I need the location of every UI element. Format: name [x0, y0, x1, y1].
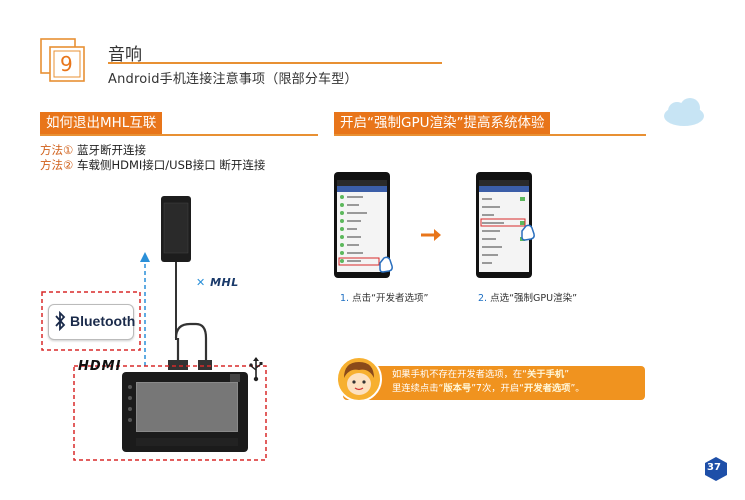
bluetooth-label: Bluetooth: [70, 313, 136, 329]
page-number: 37: [707, 462, 721, 473]
left-section-label: 如何退出MHL互联: [40, 112, 163, 134]
bluetooth-icon: [55, 311, 66, 331]
right-section-label: 开启“强制GPU渲染”提高系统体验: [334, 112, 551, 134]
avatar-icon: [336, 356, 382, 402]
page-title: 音响: [108, 45, 142, 65]
tip-line-2: 里连续点击“版本号”7次，开启“开发者选项”。: [392, 383, 585, 394]
method-1: 方法① 蓝牙断开连接: [40, 143, 146, 157]
method-2: 方法② 车载侧HDMI接口/USB接口 断开连接: [40, 158, 266, 172]
page-subtitle: Android手机连接注意事项（限部分车型）: [108, 72, 358, 87]
cloud-icon: [664, 98, 704, 126]
tip-box: [343, 366, 645, 400]
phone-illustration: [161, 196, 191, 262]
arrow-right-icon: [421, 229, 441, 241]
bluetooth-badge: [48, 304, 134, 340]
hdmi-label: HDMI: [78, 359, 122, 374]
step-1-caption: 1. 点击“开发者选项”: [340, 293, 429, 304]
section-number: 9: [60, 52, 73, 76]
usb-icon: [249, 357, 263, 382]
page-number-icon: [705, 457, 727, 481]
step-2-caption: 2. 点选“强制GPU渲染”: [478, 293, 577, 304]
connection-diagram: [41, 196, 267, 461]
phone-screenshot-gpu-rendering: [476, 172, 535, 278]
phone-screenshot-developer-options: [334, 172, 393, 278]
section-number-icon: [40, 38, 85, 82]
left-label-underline: [40, 134, 318, 136]
title-divider: [108, 62, 442, 64]
mhl-label: ✕ MHL: [196, 276, 239, 289]
tip-text: 如果手机不存在开发者选项，在“关于手机” 里连续点击“版本号”7次，开启“开发者…: [392, 368, 642, 396]
right-label-underline: [334, 134, 646, 136]
tip-line-1: 如果手机不存在开发者选项，在“关于手机”: [392, 369, 570, 380]
mhl-logo-mark: ✕: [196, 276, 206, 289]
head-unit-illustration: [122, 372, 248, 452]
